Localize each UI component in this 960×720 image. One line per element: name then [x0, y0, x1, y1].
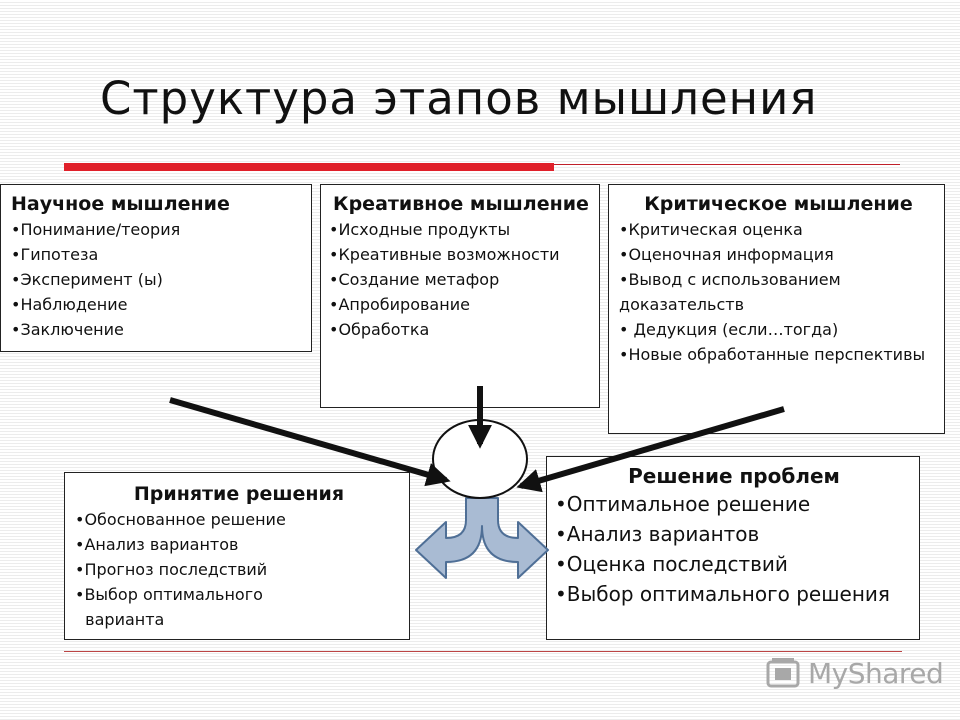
list-item: •Критическая оценка [619, 220, 803, 239]
list-item: •Креативные возможности [329, 245, 560, 264]
problem-solving-list: •Оптимальное решение •Анализ вариантов •… [555, 489, 913, 609]
list-item: •Прогноз последствий [75, 560, 268, 579]
list-item: варианта [75, 610, 165, 629]
list-item: •Новые обработанные перспективы [619, 345, 926, 364]
list-item: •Вывод с использованием доказательств [619, 270, 841, 314]
list-item: •Выбор оптимального решения [555, 582, 890, 606]
list-item: •Оценка последствий [555, 552, 788, 576]
myshared-logo-icon [766, 658, 800, 688]
list-item: •Эксперимент (ы) [11, 270, 163, 289]
list-item: •Наблюдение [11, 295, 128, 314]
list-item: •Анализ вариантов [555, 522, 760, 546]
list-item: •Обоснованное решение [75, 510, 286, 529]
list-item: •Заключение [11, 320, 124, 339]
list-item: •Обработка [329, 320, 430, 339]
scientific-thinking-heading: Научное мышление [11, 193, 230, 215]
list-item: •Исходные продукты [329, 220, 511, 239]
creative-thinking-box: Креативное мышление •Исходные продукты •… [320, 184, 600, 408]
list-item: •Анализ вариантов [75, 535, 239, 554]
scientific-thinking-box: Научное мышление •Понимание/теория •Гипо… [0, 184, 312, 352]
list-item: •Выбор оптимального [75, 585, 263, 604]
list-item: • Дедукция (если…тогда) [619, 320, 839, 339]
creative-thinking-list: •Исходные продукты •Креативные возможнос… [329, 217, 593, 342]
list-item: •Оценочная информация [619, 245, 834, 264]
list-item: •Гипотеза [11, 245, 99, 264]
decision-making-list: •Обоснованное решение •Анализ вариантов … [75, 507, 403, 632]
list-item: •Оптимальное решение [555, 492, 811, 516]
scientific-thinking-list: •Понимание/теория •Гипотеза •Эксперимент… [11, 217, 311, 342]
problem-solving-heading: Решение проблем [628, 464, 840, 488]
creative-thinking-heading: Креативное мышление [333, 193, 589, 215]
list-item: •Понимание/теория [11, 220, 181, 239]
list-item: •Создание метафор [329, 270, 500, 289]
slide-title: Структура этапов мышления [100, 72, 818, 125]
critical-thinking-box: Критическое мышление •Критическая оценка… [608, 184, 945, 434]
title-underline-thin [554, 164, 900, 165]
logo-text: MyShared [808, 657, 944, 690]
critical-thinking-heading: Критическое мышление [644, 193, 913, 215]
arrow-from-critical [516, 406, 785, 493]
split-arrow-icon [415, 497, 549, 579]
critical-thinking-list: •Критическая оценка •Оценочная информаци… [619, 217, 938, 367]
arrow-from-scientific [169, 397, 451, 487]
list-item: •Апробирование [329, 295, 470, 314]
problem-solving-box: Решение проблем •Оптимальное решение •Ан… [546, 456, 920, 640]
decision-making-box: Принятие решения •Обоснованное решение •… [64, 472, 410, 640]
decision-making-heading: Принятие решения [133, 483, 345, 505]
bottom-rule [64, 651, 902, 652]
title-underline-thick [64, 163, 554, 171]
